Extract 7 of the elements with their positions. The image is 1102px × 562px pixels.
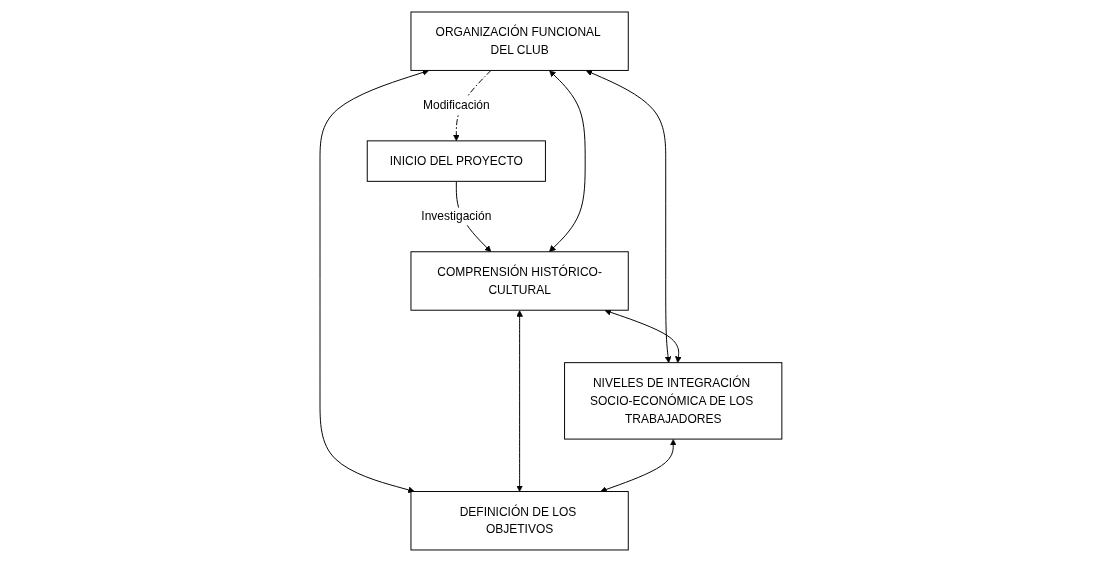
node-box: NIVELES DE INTEGRACIÓN SOCIO-ECONÓMICA DE LOS TRABAJADORES bbox=[564, 362, 783, 440]
node-box: ORGANIZACIÓN FUNCIONAL DEL CLUB bbox=[410, 11, 629, 71]
node-box: INICIO DEL PROYECTO bbox=[366, 140, 546, 182]
edge-label: Modificación bbox=[423, 98, 490, 112]
node-box: COMPRENSIÓN HISTÓRICO-CULTURAL bbox=[410, 251, 629, 311]
node-box: DEFINICIÓN DE LOS OBJETIVOS bbox=[410, 491, 629, 551]
edge-label: Investigación bbox=[421, 209, 492, 223]
